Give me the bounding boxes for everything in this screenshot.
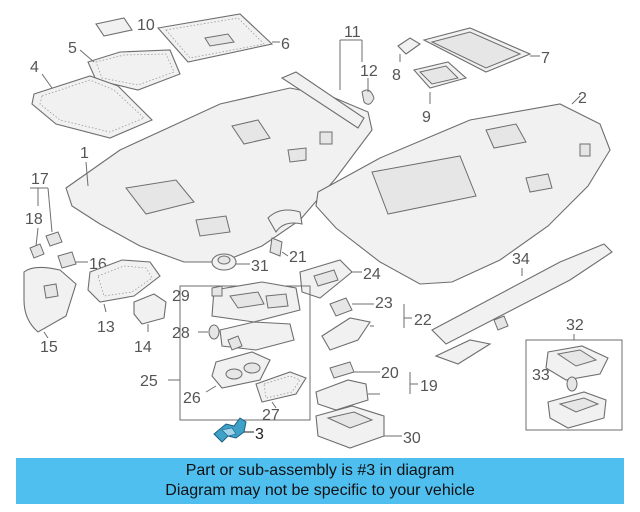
part-30-console	[315, 405, 385, 449]
callout-10: 10	[137, 17, 155, 34]
callout-7: 7	[541, 50, 550, 67]
callout-33: 33	[532, 367, 550, 384]
part-34-trim	[431, 243, 613, 365]
part-3-bracket-highlighted	[213, 417, 247, 443]
callout-20: 20	[381, 365, 399, 382]
callout-21: 21	[289, 249, 307, 266]
callout-15: 15	[40, 339, 58, 356]
callout-34: 34	[512, 251, 530, 268]
part-21-grab-handle	[267, 209, 303, 257]
callout-8: 8	[392, 67, 401, 84]
callout-4: 4	[30, 59, 39, 76]
part-24-bracket	[299, 259, 353, 299]
part-16-holder	[57, 251, 77, 269]
callout-19: 19	[420, 378, 438, 395]
callout-17: 17	[31, 171, 49, 188]
callout-2: 2	[578, 90, 587, 107]
callout-30: 30	[403, 430, 421, 447]
part-2-headliner	[315, 103, 611, 285]
part-25-console-group	[179, 281, 311, 421]
part-20-lens	[315, 361, 369, 411]
callout-27: 27	[262, 407, 280, 424]
part-13-holder	[87, 259, 161, 303]
callout-25: 25	[140, 373, 158, 390]
callout-22: 22	[414, 312, 432, 329]
banner-line-1: Part or sub-assembly is #3 in diagram	[185, 462, 455, 479]
callout-1: 1	[80, 145, 89, 162]
part-29-clip	[211, 285, 223, 297]
callout-28: 28	[172, 325, 190, 342]
info-banner: Part or sub-assembly is #3 in diagram Di…	[16, 458, 624, 504]
part-6-pad	[156, 13, 274, 63]
part-15-sunvisor	[23, 266, 77, 333]
part-4-pad	[31, 75, 153, 139]
callout-23: 23	[375, 295, 393, 312]
part-8-bezel	[397, 37, 422, 55]
callout-11: 11	[344, 24, 361, 41]
parts-diagram: 10 6 5 4 1 11 12 8	[23, 13, 623, 449]
callout-5: 5	[68, 40, 77, 57]
callout-6: 6	[281, 36, 290, 53]
part-14-lamp	[133, 293, 167, 325]
part-28-clip	[208, 324, 220, 340]
part-23-bracket	[321, 297, 371, 351]
callout-24: 24	[363, 266, 381, 283]
part-7-trim	[422, 27, 532, 73]
callout-18: 18	[25, 211, 43, 228]
part-31-dome-lamp	[211, 253, 237, 271]
callout-13: 13	[97, 319, 115, 336]
callout-12: 12	[360, 63, 378, 80]
callout-31: 31	[251, 258, 269, 275]
callout-26: 26	[183, 390, 201, 407]
callout-14: 14	[134, 339, 152, 356]
callout-9: 9	[422, 109, 431, 126]
part-10-pad	[95, 17, 133, 37]
callout-32: 32	[566, 317, 584, 334]
part-9-seal	[412, 61, 468, 89]
callout-3: 3	[255, 426, 264, 443]
part-32-lamp-group	[525, 339, 623, 431]
part-17-clips	[29, 231, 63, 259]
part-11-rail	[280, 71, 375, 129]
callout-29: 29	[172, 288, 190, 305]
banner-line-2: Diagram may not be specific to your vehi…	[165, 482, 475, 499]
